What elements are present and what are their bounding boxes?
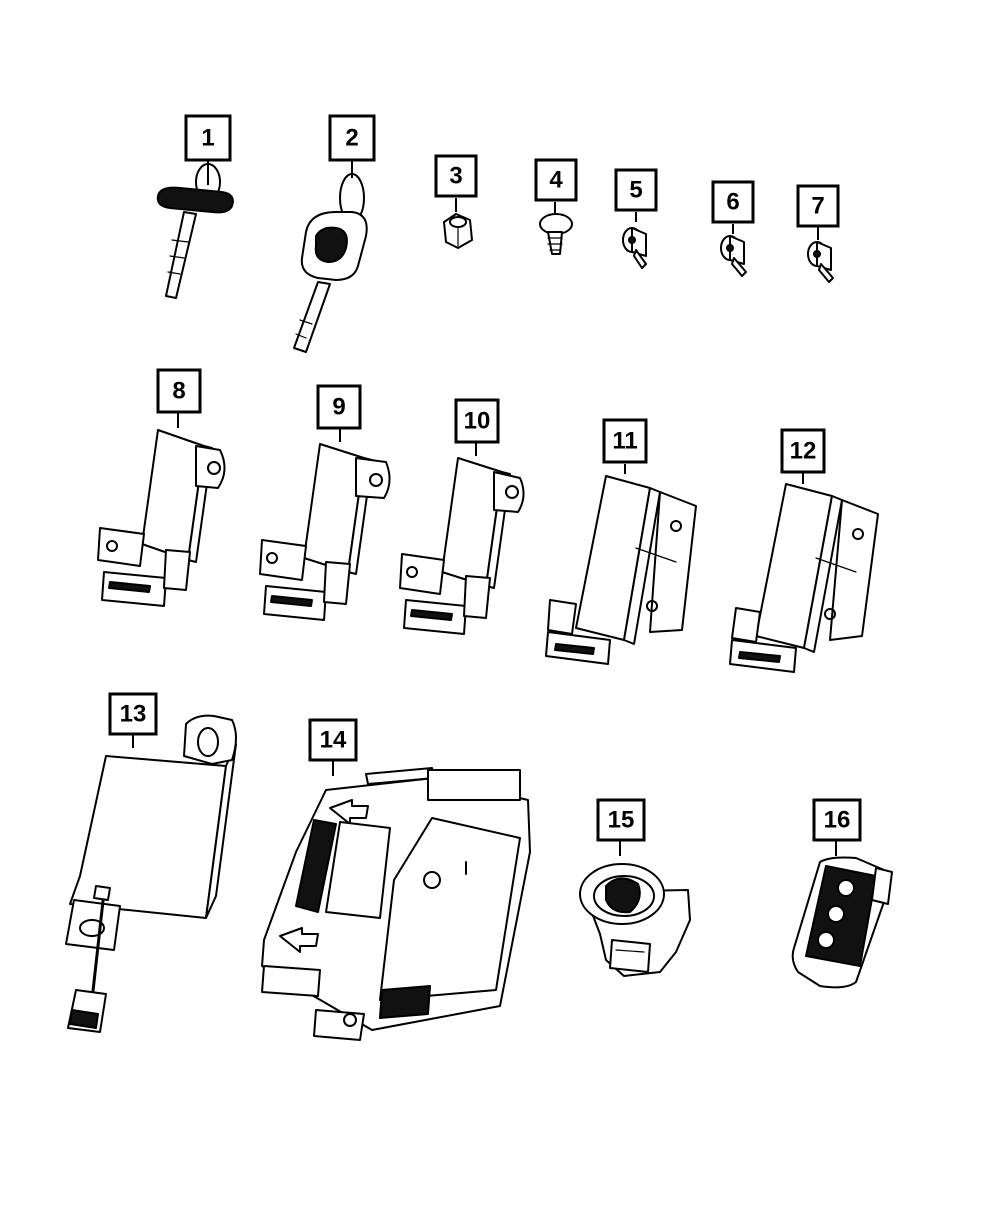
ignition-switch-icon [579,863,691,977]
callout-number: 7 [811,193,824,220]
antenna-module-icon [259,443,391,621]
callout-box [602,418,648,464]
callout-9: 9 [316,384,362,430]
ram-key-icon [293,173,368,353]
callout-number: 4 [549,167,563,194]
callout-box [156,368,202,414]
callout-12: 12 [780,428,826,474]
key-fob-icon [791,856,893,989]
lock-cylinder-icon [807,241,834,283]
callout-number: 12 [790,438,817,465]
callout-number: 10 [464,408,491,435]
callout-number: 3 [449,163,462,190]
antenna-module-icon [545,475,697,665]
callout-number: 16 [824,807,851,834]
callout-box [614,168,658,212]
callout-box [108,692,158,736]
callout-2: 2 [328,114,376,162]
callout-number: 6 [726,189,739,216]
push-pin-icon [539,213,573,255]
callout-8: 8 [156,368,202,414]
callout-box [796,184,840,228]
callout-box [454,398,500,444]
callout-box [812,798,862,842]
callout-number: 5 [629,177,642,204]
callout-box [534,158,578,202]
lock-cylinder-icon [622,227,647,269]
callout-6: 6 [711,180,755,224]
callout-10: 10 [454,398,500,444]
callout-box [328,114,376,162]
callout-box [596,798,646,842]
callout-box [711,180,755,224]
callout-box [780,428,826,474]
hex-nut-icon [443,213,473,249]
callout-number: 14 [320,727,347,754]
callout-5: 5 [614,168,658,212]
callout-16: 16 [812,798,862,842]
callout-11: 11 [602,418,648,464]
callout-number: 13 [120,701,147,728]
callout-box [316,384,362,430]
lock-cylinder-icon [720,235,747,277]
key-blank-icon [156,163,234,299]
callout-number: 9 [332,394,345,421]
receiver-module-icon [65,714,237,1033]
callout-7: 7 [796,184,840,228]
callout-1: 1 [184,114,232,162]
antenna-module-icon [97,429,226,607]
callout-box [308,718,358,762]
callout-4: 4 [534,158,578,202]
antenna-module-icon [729,483,879,673]
callout-number: 11 [612,428,637,455]
callout-box [434,154,478,198]
callout-14: 14 [308,718,358,762]
callout-3: 3 [434,154,478,198]
callout-number: 8 [172,378,185,405]
callout-box [184,114,232,162]
callout-number: 2 [345,125,358,152]
callout-13: 13 [108,692,158,736]
callout-number: 1 [201,125,214,152]
callout-15: 15 [596,798,646,842]
control-module-icon [261,767,531,1041]
callout-number: 15 [608,807,635,834]
antenna-module-icon [399,457,525,635]
